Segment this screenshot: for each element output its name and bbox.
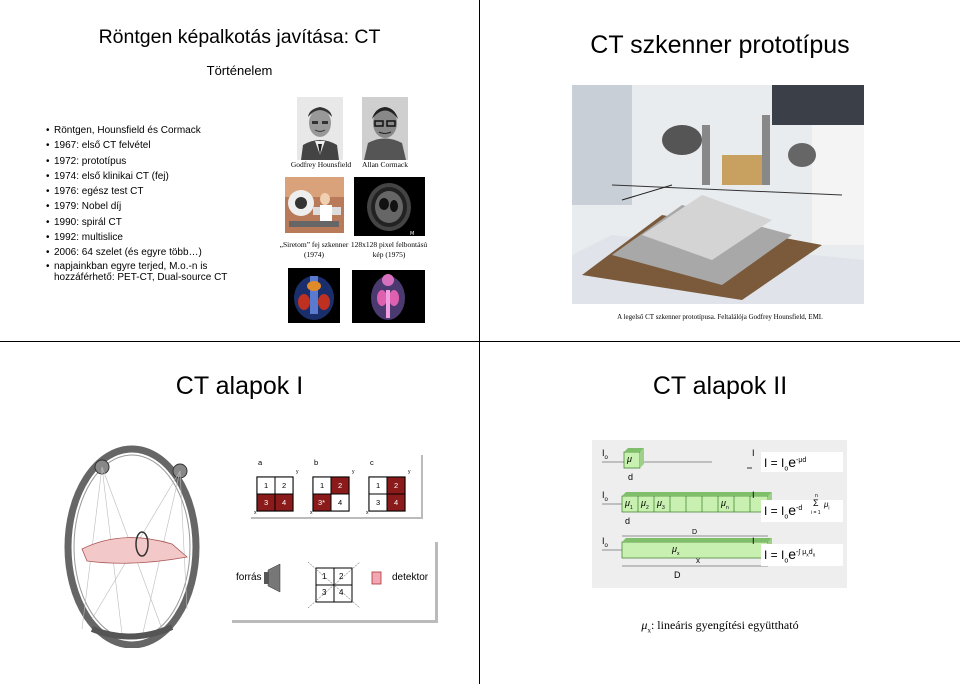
grid-c-cell-2: 2 bbox=[394, 481, 399, 490]
grids-svg bbox=[256, 476, 406, 512]
grid-c-cell-3: 3 bbox=[376, 498, 381, 507]
det-cell-1: 1 bbox=[322, 572, 327, 581]
row1-i: I bbox=[752, 448, 755, 458]
list-item: 1967: első CT felvétel bbox=[46, 138, 256, 154]
grid-a-cell-3: 3 bbox=[264, 498, 269, 507]
hounsfield-photo bbox=[297, 97, 343, 160]
slide-4-title: CT alapok II bbox=[652, 372, 788, 400]
grid-b-cell-1: 1 bbox=[320, 481, 325, 490]
row3-D-bottom: D bbox=[674, 570, 681, 580]
grid-a-y-axis: y bbox=[296, 469, 299, 475]
row3-x: x bbox=[696, 556, 700, 565]
row2-mu2: μ2 bbox=[641, 498, 649, 511]
grid-c-cell-4: 4 bbox=[394, 498, 399, 507]
grid-b-cell-2: 2 bbox=[338, 481, 343, 490]
slide-1-subtitle: Történelem bbox=[206, 63, 273, 78]
list-item: 1992: multislice bbox=[46, 230, 256, 246]
ct-gantry-illustration bbox=[62, 429, 203, 648]
attenuation-panel: Io μ d I I = Ioe-μd Io μ1 μ2 μ3 μn d I I… bbox=[592, 440, 847, 588]
ct-scan-image: M bbox=[354, 177, 425, 236]
mu-footnote: μx: lineáris gyengítési együttható bbox=[641, 618, 799, 635]
source-detector-svg bbox=[264, 561, 382, 609]
grid-c-y-axis: y bbox=[408, 469, 411, 475]
cormack-caption: Allan Cormack bbox=[361, 160, 409, 169]
list-item: 1979: Nobel díj bbox=[46, 199, 256, 215]
det-cell-4: 4 bbox=[339, 588, 344, 597]
attenuation-svg bbox=[602, 448, 843, 567]
grid-b-y-axis: y bbox=[352, 469, 355, 475]
row3-i0: Io bbox=[602, 536, 608, 549]
grid-a-cell-1: 1 bbox=[264, 481, 269, 490]
attenuation-grids-panel: a b c y y y x x x 1 2 3 4 1 2 3* 4 1 2 3… bbox=[251, 455, 423, 519]
grid-b-label: b bbox=[314, 458, 319, 467]
svg-text:M: M bbox=[410, 231, 414, 236]
prototype-caption: A legelső CT szkenner prototípusa. Felta… bbox=[617, 313, 823, 321]
dual-source-image bbox=[352, 270, 425, 323]
row1-i0: Io bbox=[602, 448, 608, 461]
row2-mu3: μ3 bbox=[657, 498, 665, 511]
row2-sigma-top: n bbox=[815, 493, 818, 499]
pet-ct-image bbox=[288, 268, 340, 323]
list-item: napjainkban egyre terjed, M.o.-n is hozz… bbox=[46, 261, 256, 283]
grid-a-x-axis: x bbox=[254, 510, 257, 516]
slide-2-title: CT szkenner prototípus bbox=[590, 31, 850, 59]
horizontal-divider bbox=[0, 341, 960, 342]
slide-1-title: Röntgen képalkotás javítása: CT bbox=[98, 26, 381, 48]
cormack-photo bbox=[362, 97, 408, 160]
grid-b-cell-3: 3* bbox=[318, 498, 326, 507]
row2-equation: I = Ioe-d bbox=[764, 502, 803, 521]
slide-3-title: CT alapok I bbox=[175, 372, 304, 400]
det-cell-3: 3 bbox=[322, 588, 327, 597]
grid-a-cell-4: 4 bbox=[282, 498, 287, 507]
source-detector-panel: forrás detektor 1 2 3 4 bbox=[232, 542, 438, 623]
row3-i: I bbox=[752, 536, 755, 546]
row2-mu1: μ1 bbox=[625, 498, 633, 511]
list-item: Röntgen, Hounsfield és Cormack bbox=[46, 123, 256, 139]
grid-b-x-axis: x bbox=[310, 510, 313, 516]
grid-c-x-axis: x bbox=[366, 510, 369, 516]
siretom-photo bbox=[285, 177, 344, 233]
list-item: 1972: prototípus bbox=[46, 154, 256, 170]
row1-equation: I = Ioe-μd bbox=[764, 454, 807, 473]
grid-a-label: a bbox=[258, 458, 263, 467]
row2-mun: μn bbox=[721, 498, 729, 511]
row3-D-top: D bbox=[692, 529, 698, 536]
row2-sigma: Σ bbox=[813, 498, 819, 508]
row2-d: d bbox=[625, 516, 631, 526]
history-list: Röntgen, Hounsfield és Cormack 1967: els… bbox=[46, 123, 256, 283]
grid-cell-text-layer: a b c y y y x x x 1 2 3 4 1 2 3* 4 1 2 3… bbox=[251, 455, 421, 517]
row1-d: d bbox=[628, 472, 634, 482]
list-item: 1990: spirál CT bbox=[46, 215, 256, 231]
grid-a-cell-2: 2 bbox=[282, 481, 287, 490]
det-cell-2: 2 bbox=[339, 572, 344, 581]
vertical-divider bbox=[479, 0, 480, 684]
row3-equation: I = Ioe-∫ μxdx bbox=[764, 546, 816, 565]
row1-mu: μ bbox=[627, 454, 632, 464]
hounsfield-caption: Godfrey Hounsfield bbox=[290, 160, 352, 169]
detector-label: detektor bbox=[392, 572, 429, 583]
row2-i: I bbox=[752, 490, 755, 500]
pixel-caption: 128x128 pixel felbontású kép (1975) bbox=[350, 240, 428, 259]
grid-c-label: c bbox=[370, 458, 374, 467]
list-item: 1976: egész test CT bbox=[46, 184, 256, 200]
row2-i0: Io bbox=[602, 490, 608, 503]
list-item: 1974: első klinikai CT (fej) bbox=[46, 169, 256, 185]
source-label: forrás bbox=[236, 572, 262, 583]
list-item: 2006: 64 szelet (és egyre több…) bbox=[46, 245, 256, 261]
row2-sigma-bottom: i = 1 bbox=[811, 510, 821, 516]
row2-mu-i: μi bbox=[824, 500, 830, 512]
row3-mux: μx bbox=[672, 544, 680, 557]
grid-c-cell-1: 1 bbox=[376, 481, 381, 490]
ct-prototype-photo bbox=[572, 85, 864, 304]
siretom-caption: „Siretom” fej szkenner (1974) bbox=[279, 240, 349, 259]
grid-b-cell-4: 4 bbox=[338, 498, 343, 507]
